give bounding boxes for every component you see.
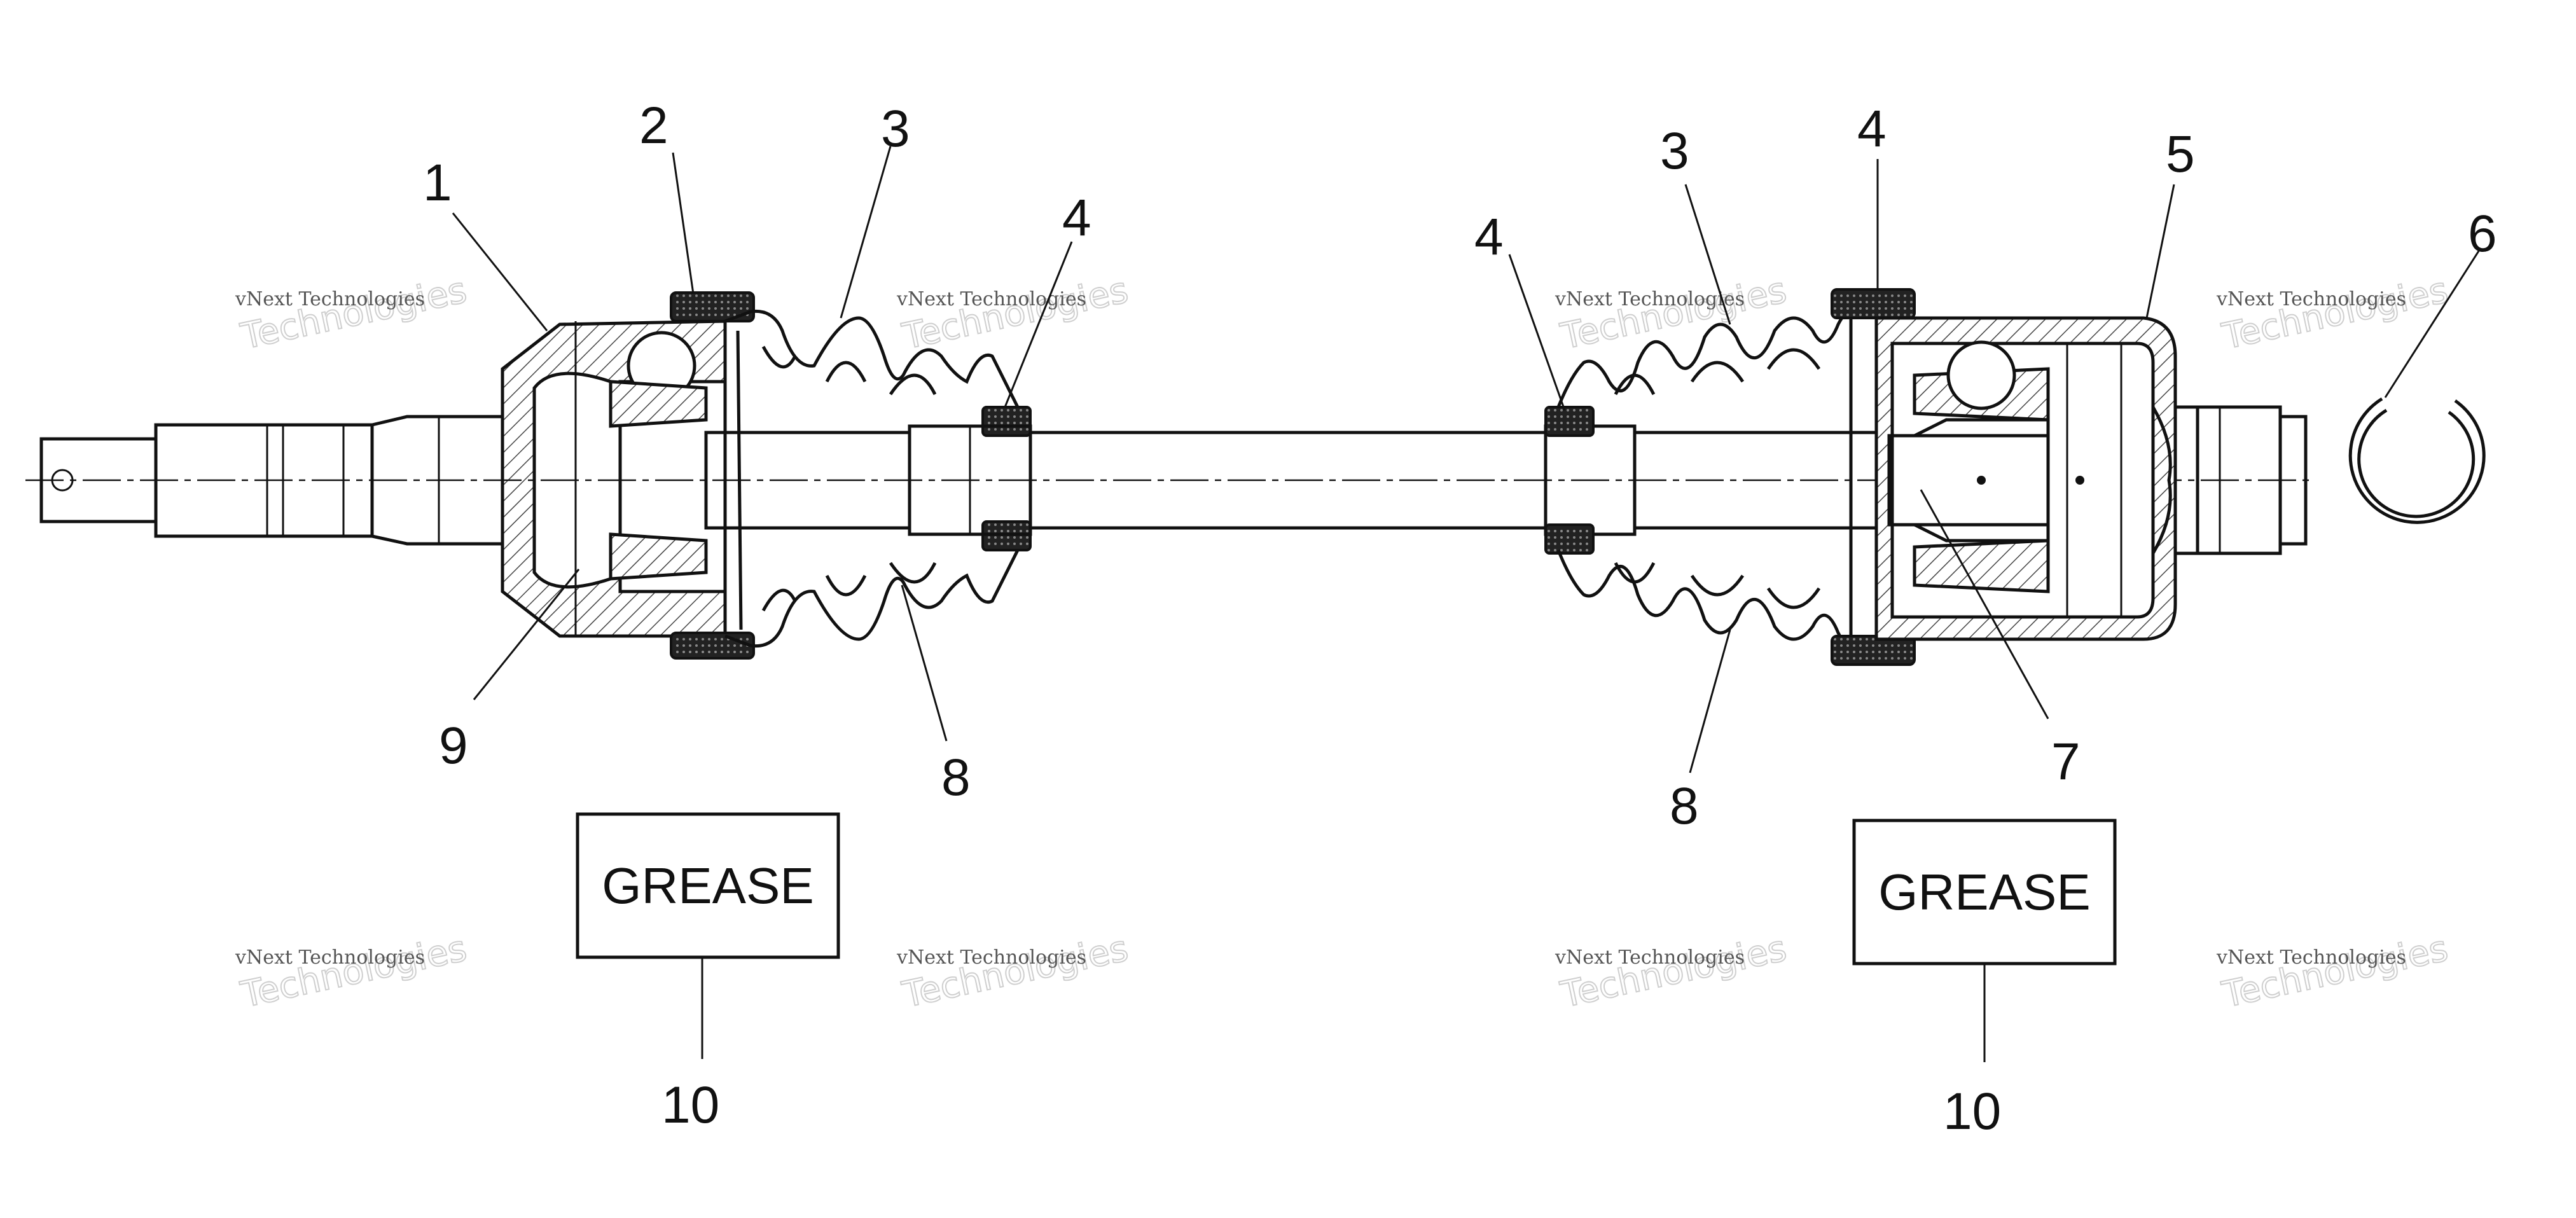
watermark: Technologies vNext Technologies	[1555, 927, 1790, 1017]
watermark: Technologies vNext Technologies	[896, 927, 1132, 1017]
callout-7: 7	[2051, 733, 2081, 791]
callout-4: 4	[1062, 189, 1091, 247]
svg-text:vNext Technologies: vNext Technologies	[896, 946, 1086, 969]
svg-text:Technologies: Technologies	[899, 928, 1132, 1016]
callout-10: 10	[661, 1076, 719, 1134]
svg-text:vNext Technologies: vNext Technologies	[235, 288, 425, 310]
right-boot	[1544, 300, 1877, 657]
grease-box-right: GREASE	[1852, 819, 2117, 965]
grease-box-left: GREASE	[576, 812, 840, 959]
callout-9: 9	[439, 717, 468, 775]
leader-lines	[452, 146, 2482, 1062]
grease-label: GREASE	[1878, 864, 2090, 920]
leader-8b	[1689, 629, 1731, 773]
leader-2	[672, 152, 695, 294]
leader-6	[2384, 247, 2482, 398]
watermark: Technologies vNext Technologies	[896, 269, 1132, 359]
leader-5	[2145, 184, 2175, 319]
left-boot	[724, 309, 1032, 648]
watermark: Technologies vNext Technologies	[1555, 269, 1790, 359]
callout-4: 4	[1474, 208, 1504, 266]
right-cv-joint	[1831, 288, 2177, 666]
callout-6: 6	[2468, 205, 2497, 263]
callout-8: 8	[941, 749, 971, 806]
svg-text:Technologies: Technologies	[2219, 928, 2451, 1016]
svg-text:vNext Technologies: vNext Technologies	[2216, 288, 2406, 310]
left-cv-joint	[501, 291, 755, 660]
callout-10: 10	[1943, 1083, 2001, 1140]
svg-text:vNext Technologies: vNext Technologies	[896, 288, 1086, 310]
callout-labels: 1 2 3 4 4 3 4 5 6 9 8 8 7 10 10	[423, 97, 2497, 1140]
leader-8a	[901, 585, 948, 742]
svg-text:Technologies: Technologies	[2219, 270, 2451, 358]
leader-3a	[840, 146, 892, 319]
callout-3: 3	[1660, 122, 1689, 180]
leader-4a	[1004, 241, 1073, 408]
leader-7	[1920, 489, 2049, 719]
snap-ring	[2348, 397, 2486, 524]
leader-9	[473, 569, 580, 700]
callout-5: 5	[2166, 125, 2195, 183]
leader-4b	[1508, 254, 1566, 411]
svg-text:vNext Technologies: vNext Technologies	[235, 946, 425, 969]
callout-2: 2	[639, 97, 668, 155]
watermark: Technologies vNext Technologies	[235, 269, 471, 359]
leader-3b	[1684, 184, 1731, 325]
watermark: Technologies vNext Technologies	[2216, 927, 2452, 1017]
leader-1	[452, 212, 548, 331]
svg-text:Technologies: Technologies	[1557, 270, 1790, 358]
callout-4: 4	[1857, 100, 1887, 158]
svg-text:Technologies: Technologies	[899, 270, 1132, 358]
callout-3: 3	[881, 100, 910, 158]
right-stub-shaft	[2175, 405, 2308, 555]
svg-text:vNext Technologies: vNext Technologies	[1555, 288, 1745, 310]
svg-text:vNext Technologies: vNext Technologies	[1555, 946, 1745, 969]
svg-text:Technologies: Technologies	[1557, 928, 1790, 1016]
svg-text:Technologies: Technologies	[237, 270, 470, 358]
grease-label: GREASE	[602, 857, 814, 914]
watermark: Technologies vNext Technologies	[235, 927, 471, 1017]
svg-text:Technologies: Technologies	[237, 928, 470, 1016]
callout-8: 8	[1670, 777, 1699, 835]
callout-1: 1	[423, 154, 452, 212]
svg-text:vNext Technologies: vNext Technologies	[2216, 946, 2406, 969]
watermark: Technologies vNext Technologies	[2216, 269, 2452, 359]
